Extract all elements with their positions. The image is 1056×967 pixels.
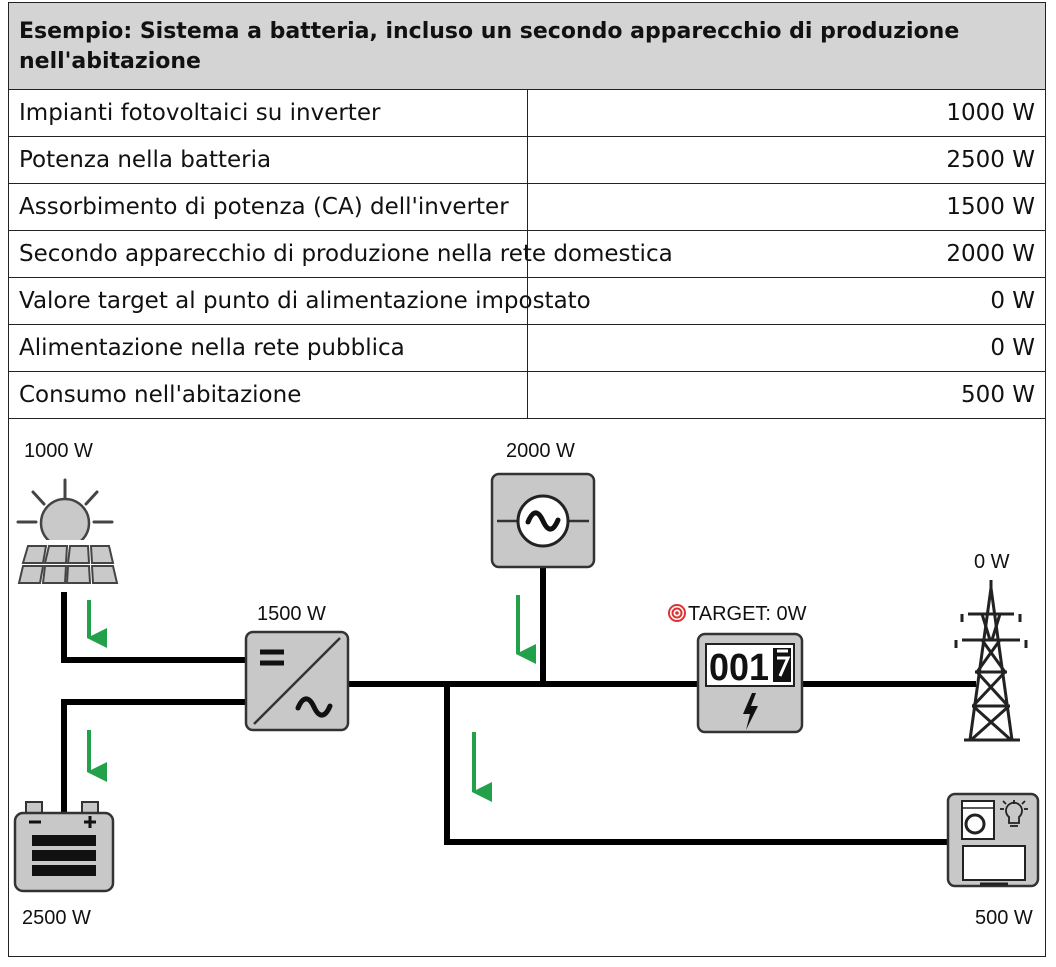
row-label: Alimentazione nella rete pubblica [8,324,528,372]
grid-pylon-icon [954,580,1028,742]
second-producer-power-label: 2000 W [506,440,575,462]
row-label: Impianti fotovoltaici su inverter [8,89,528,137]
row-label: Potenza nella batteria [8,136,528,184]
inverter-power-label: 1500 W [257,603,326,625]
consumer-power-label: 500 W [975,907,1033,929]
energy-meter-icon: 001 [696,632,804,734]
second-producer-icon [490,472,596,569]
wiring-lines [61,567,976,845]
row-value: 0 W [526,277,1046,325]
battery-power-label: 2500 W [22,907,91,929]
lightning-icon [743,693,758,730]
row-value: 2000 W [526,230,1046,278]
row-value: 1500 W [526,183,1046,231]
target-icon [668,604,686,622]
table-row: Assorbimento di potenza (CA) dell'invert… [8,183,1046,231]
row-value: 500 W [526,371,1046,419]
row-value: 2500 W [526,136,1046,184]
consumer-line [444,684,948,845]
power-table: Esempio: Sistema a batteria, incluso un … [8,2,1046,419]
row-label: Assorbimento di potenza (CA) dell'invert… [8,183,528,231]
row-value: 1000 W [526,89,1046,137]
table-title: Esempio: Sistema a batteria, incluso un … [8,2,1046,90]
table-row: Potenza nella batteria 2500 W [8,136,1046,184]
table-row: Consumo nell'abitazione 500 W [8,371,1046,419]
row-label: Consumo nell'abitazione [8,371,528,419]
meter-digits: 001 [709,647,769,689]
table-row: Secondo apparecchio di produzione nella … [8,230,1046,278]
table-row: Valore target al punto di alimentazione … [8,277,1046,325]
grid-power-label: 0 W [974,551,1010,573]
table-row: Impianti fotovoltaici su inverter 1000 W [8,89,1046,137]
flow-arrows [87,595,536,802]
household-consumer-icon [946,792,1040,888]
target-label: TARGET: 0W [688,603,807,625]
table-row: Alimentazione nella rete pubblica 0 W [8,324,1046,372]
pv-power-label: 1000 W [24,440,93,462]
pv-line [61,592,246,663]
battery-icon [13,801,115,893]
row-label: Valore target al punto di alimentazione … [8,277,591,325]
table-header-row: Esempio: Sistema a batteria, incluso un … [8,2,1046,90]
battery-line [61,699,246,812]
inverter-icon [244,630,350,732]
solar-panel-icon [16,478,119,586]
